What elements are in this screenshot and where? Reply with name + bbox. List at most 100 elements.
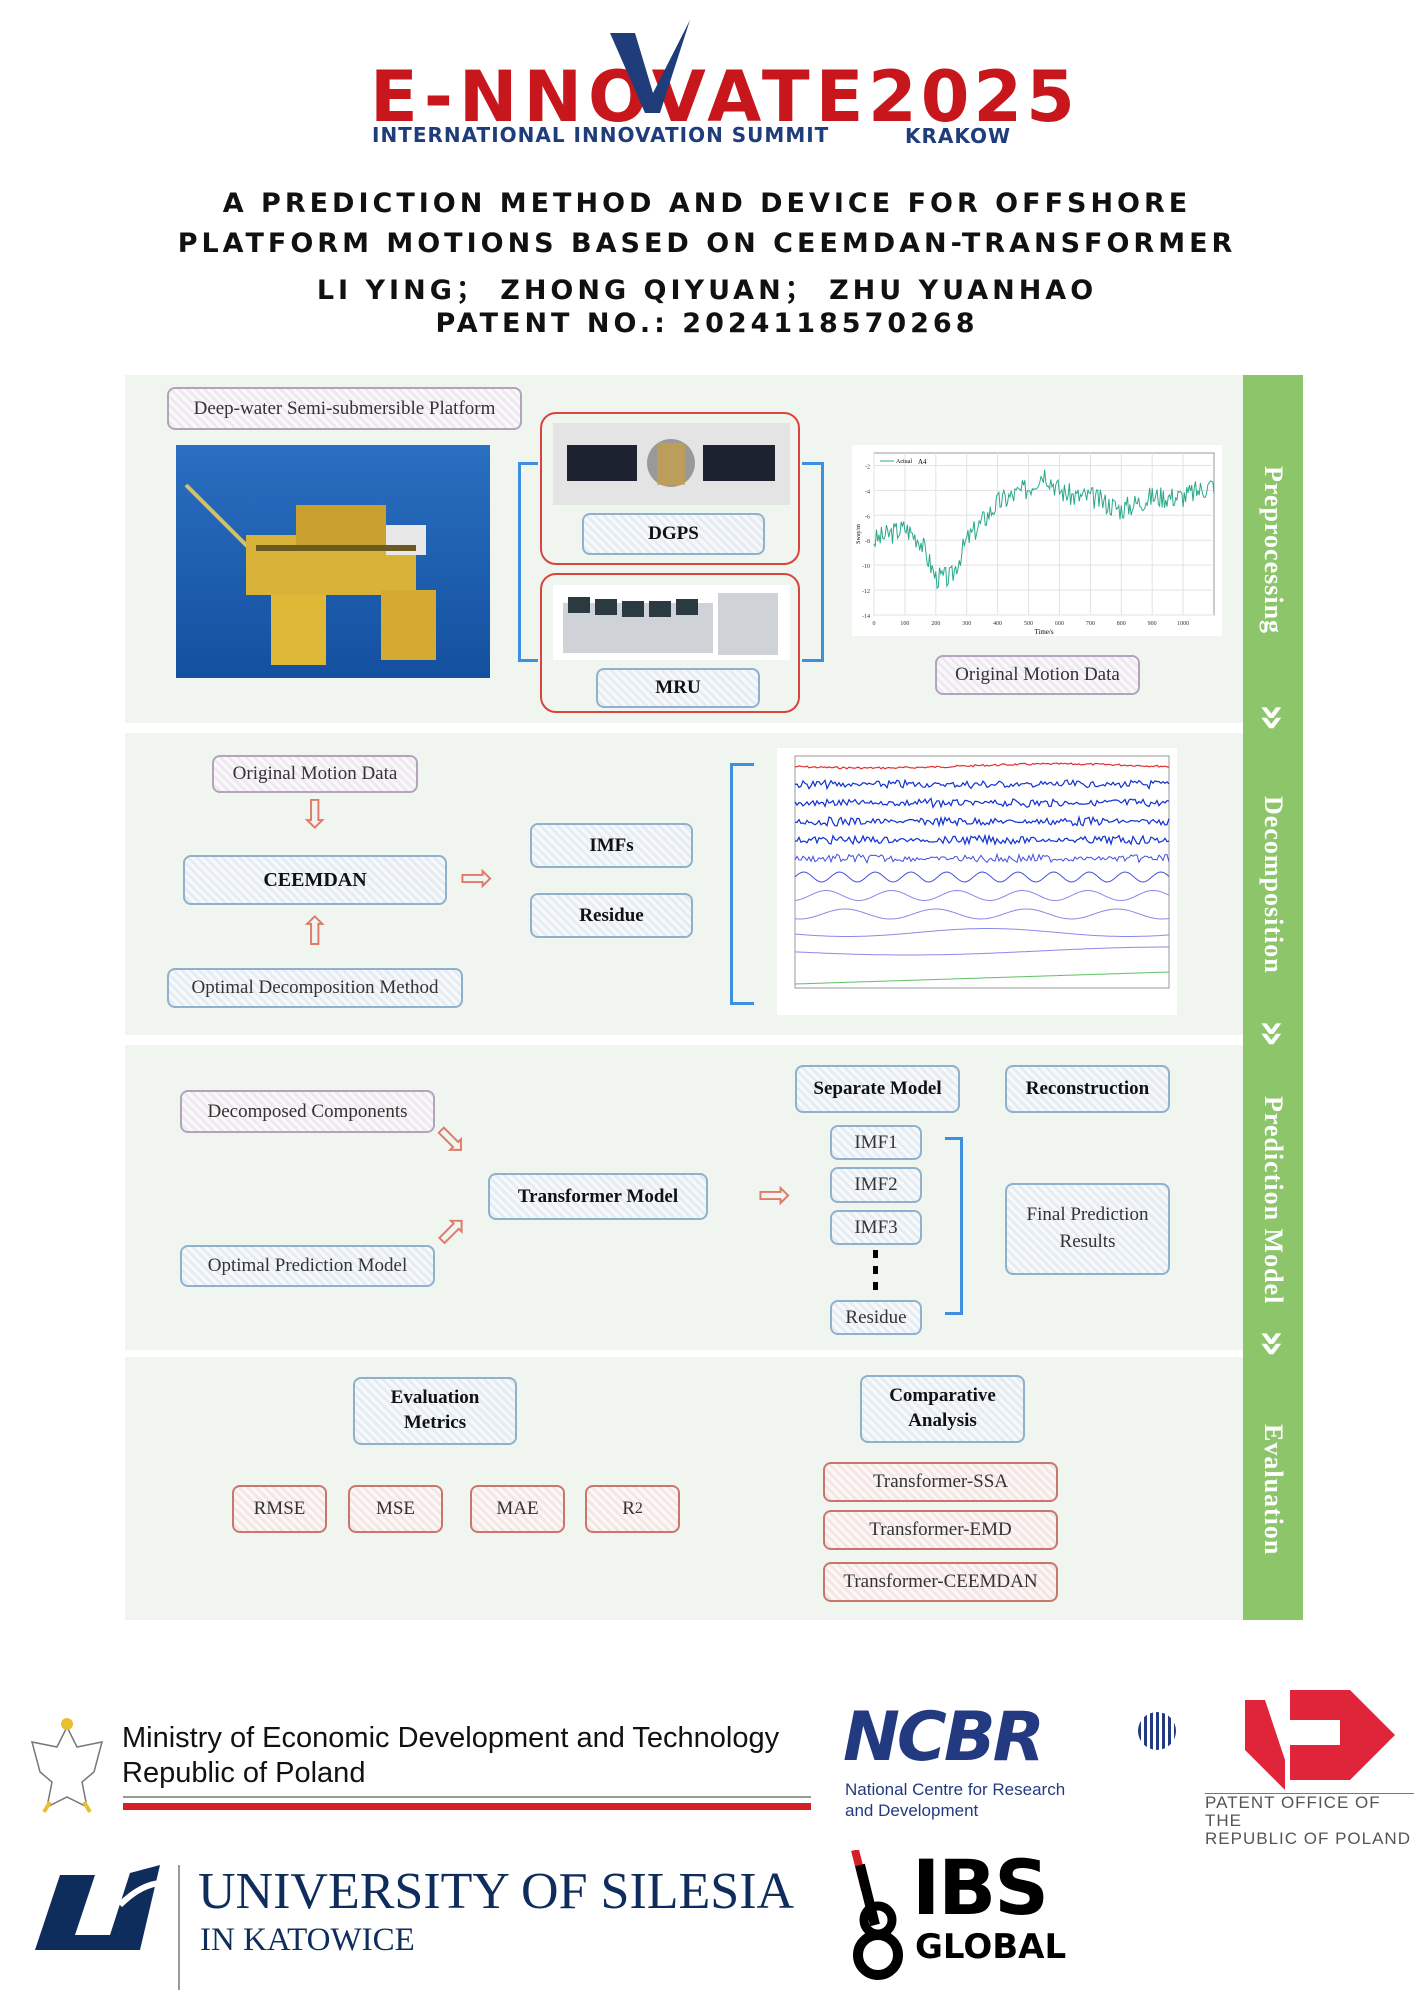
- model-transformer-ssa: Transformer-SSA: [823, 1462, 1058, 1502]
- x-tick-label: 100: [900, 621, 909, 627]
- stage-bar: [1243, 375, 1303, 1620]
- event-logo-word: E-NNOVATE: [370, 56, 870, 138]
- ministry-name-line2: Republic of Poland: [122, 1757, 366, 1789]
- patent-office-logo: [1245, 1690, 1395, 1790]
- dgps-device-frame: [540, 412, 800, 565]
- arrow-right-icon: ⇨: [460, 855, 494, 901]
- y-tick-label: -14: [862, 614, 870, 620]
- x-tick-label: 200: [931, 621, 940, 627]
- poster-title-line1: A PREDICTION METHOD AND DEVICE FOR OFFSH…: [222, 188, 1192, 219]
- polish-eagle-emblem: [30, 1718, 104, 1814]
- imf-signal-line: [794, 928, 1170, 937]
- divider-red: [123, 1803, 811, 1810]
- stage-preprocessing: Preprocessing: [1259, 465, 1288, 635]
- mru-device-frame: [540, 573, 800, 713]
- imf-signal-line: [794, 971, 1170, 985]
- evaluation-metrics-box: Evaluation Metrics: [353, 1377, 517, 1445]
- original-motion-data-input: Original Motion Data: [212, 755, 418, 793]
- ellipsis-dots: [873, 1250, 878, 1295]
- x-tick-label: 800: [1117, 621, 1126, 627]
- imfs-box: IMFs: [530, 823, 693, 868]
- arrow-up-icon: ⇧: [298, 909, 332, 955]
- components-bracket: [730, 763, 754, 1005]
- event-year: 2025: [868, 56, 1079, 138]
- legend-label: Actual: [896, 459, 912, 465]
- plot-frame: [794, 755, 1170, 989]
- imf-signal-line: [794, 814, 1170, 828]
- imf-signal-line: [794, 871, 1170, 883]
- event-city: KRAKOW: [905, 124, 1012, 148]
- y-tick-label: -2: [865, 464, 870, 470]
- platform-label: Deep-water Semi-submersible Platform: [167, 387, 522, 430]
- x-tick-label: 400: [993, 621, 1002, 627]
- imf1-box: IMF1: [830, 1125, 922, 1160]
- imf-decomposition-chart: [777, 748, 1177, 1015]
- y-tick-label: -12: [862, 589, 870, 595]
- stage-evaluation: Evaluation: [1259, 1424, 1288, 1556]
- patent-office-line2: REPUBLIC OF POLAND: [1205, 1829, 1411, 1848]
- y-axis-label: Sway/m: [856, 524, 862, 544]
- x-tick-label: 1000: [1177, 621, 1189, 627]
- metric-r2-exponent: 2: [634, 1500, 643, 1517]
- model-transformer-ceemdan: Transformer-CEEMDAN: [823, 1562, 1058, 1602]
- original-motion-data-label: Original Motion Data: [935, 655, 1140, 695]
- ceemdan-box: CEEMDAN: [183, 855, 447, 905]
- residue-item-box: Residue: [830, 1300, 922, 1335]
- optimal-prediction-model: Optimal Prediction Model: [180, 1245, 435, 1287]
- arrow-down-icon: ⇩: [298, 792, 332, 838]
- x-tick-label: 500: [1024, 621, 1033, 627]
- university-name: UNIVERSITY OF SILESIA: [198, 1863, 795, 1920]
- series-line-actual: [873, 469, 1215, 590]
- x-tick-label: 0: [873, 621, 876, 627]
- ibs-mark-icon: [851, 1850, 903, 1980]
- divider-vertical: [178, 1865, 180, 1990]
- ncbr-mark-icon: [1138, 1712, 1176, 1750]
- ibs-subtitle: GLOBAL: [915, 1927, 1067, 1967]
- x-tick-label: 600: [1055, 621, 1064, 627]
- final-prediction-results: Final Prediction Results: [1005, 1183, 1170, 1275]
- stage-prediction-model: Prediction Model: [1259, 1095, 1288, 1305]
- output-bracket: [802, 462, 824, 662]
- imf-signal-line: [794, 908, 1170, 920]
- x-axis-label: Time/s: [1034, 628, 1053, 636]
- decomposed-components: Decomposed Components: [180, 1090, 435, 1133]
- chevron-down-icon: »: [1247, 1329, 1299, 1358]
- satellite-image: [553, 423, 790, 505]
- checkmark-logo-icon: [610, 20, 690, 113]
- original-motion-chart: -2 -4 -6 -8 -10 -12 -140 100 200 300 400 500 600 700 8…: [852, 445, 1222, 636]
- stage-decomposition: Decomposition: [1259, 796, 1288, 974]
- university-logo: [35, 1865, 160, 1950]
- y-tick-label: -4: [865, 489, 870, 495]
- arrow-right-icon: ⇨: [758, 1172, 792, 1218]
- comparative-analysis-box: Comparative Analysis: [860, 1375, 1025, 1443]
- metric-rmse: RMSE: [232, 1485, 327, 1533]
- x-tick-label: 700: [1086, 621, 1095, 627]
- ibs-logo: IBS: [912, 1843, 1049, 1932]
- ncbr-subtitle-line1: National Centre for Research: [845, 1780, 1066, 1799]
- y-tick-label: -8: [865, 539, 870, 545]
- platform-photo: [176, 445, 490, 678]
- mru-equipment-image: [553, 585, 790, 660]
- imf-signal-line: [794, 833, 1170, 847]
- imf-signal-line: [794, 778, 1170, 791]
- dgps-label: DGPS: [582, 513, 765, 555]
- x-tick-label: 900: [1148, 621, 1157, 627]
- y-tick-label: -6: [865, 514, 870, 520]
- y-tick-label: -10: [862, 564, 870, 570]
- imf-signal-line: [794, 889, 1170, 902]
- ministry-name-line1: Ministry of Economic Development and Tec…: [122, 1722, 780, 1754]
- x-tick-label: 300: [962, 621, 971, 627]
- mru-label: MRU: [596, 668, 760, 708]
- separate-model-box: Separate Model: [795, 1065, 960, 1113]
- ncbr-logo: NCBR: [843, 1698, 1045, 1777]
- reconstruction-bracket: [945, 1137, 963, 1315]
- ncbr-subtitle-line2: and Development: [845, 1801, 979, 1820]
- transformer-model-box: Transformer Model: [488, 1173, 708, 1220]
- reconstruction-box: Reconstruction: [1005, 1065, 1170, 1113]
- chevron-down-icon: »: [1247, 703, 1299, 732]
- series-label: A4: [918, 458, 927, 466]
- imf-signal-line: [794, 797, 1170, 809]
